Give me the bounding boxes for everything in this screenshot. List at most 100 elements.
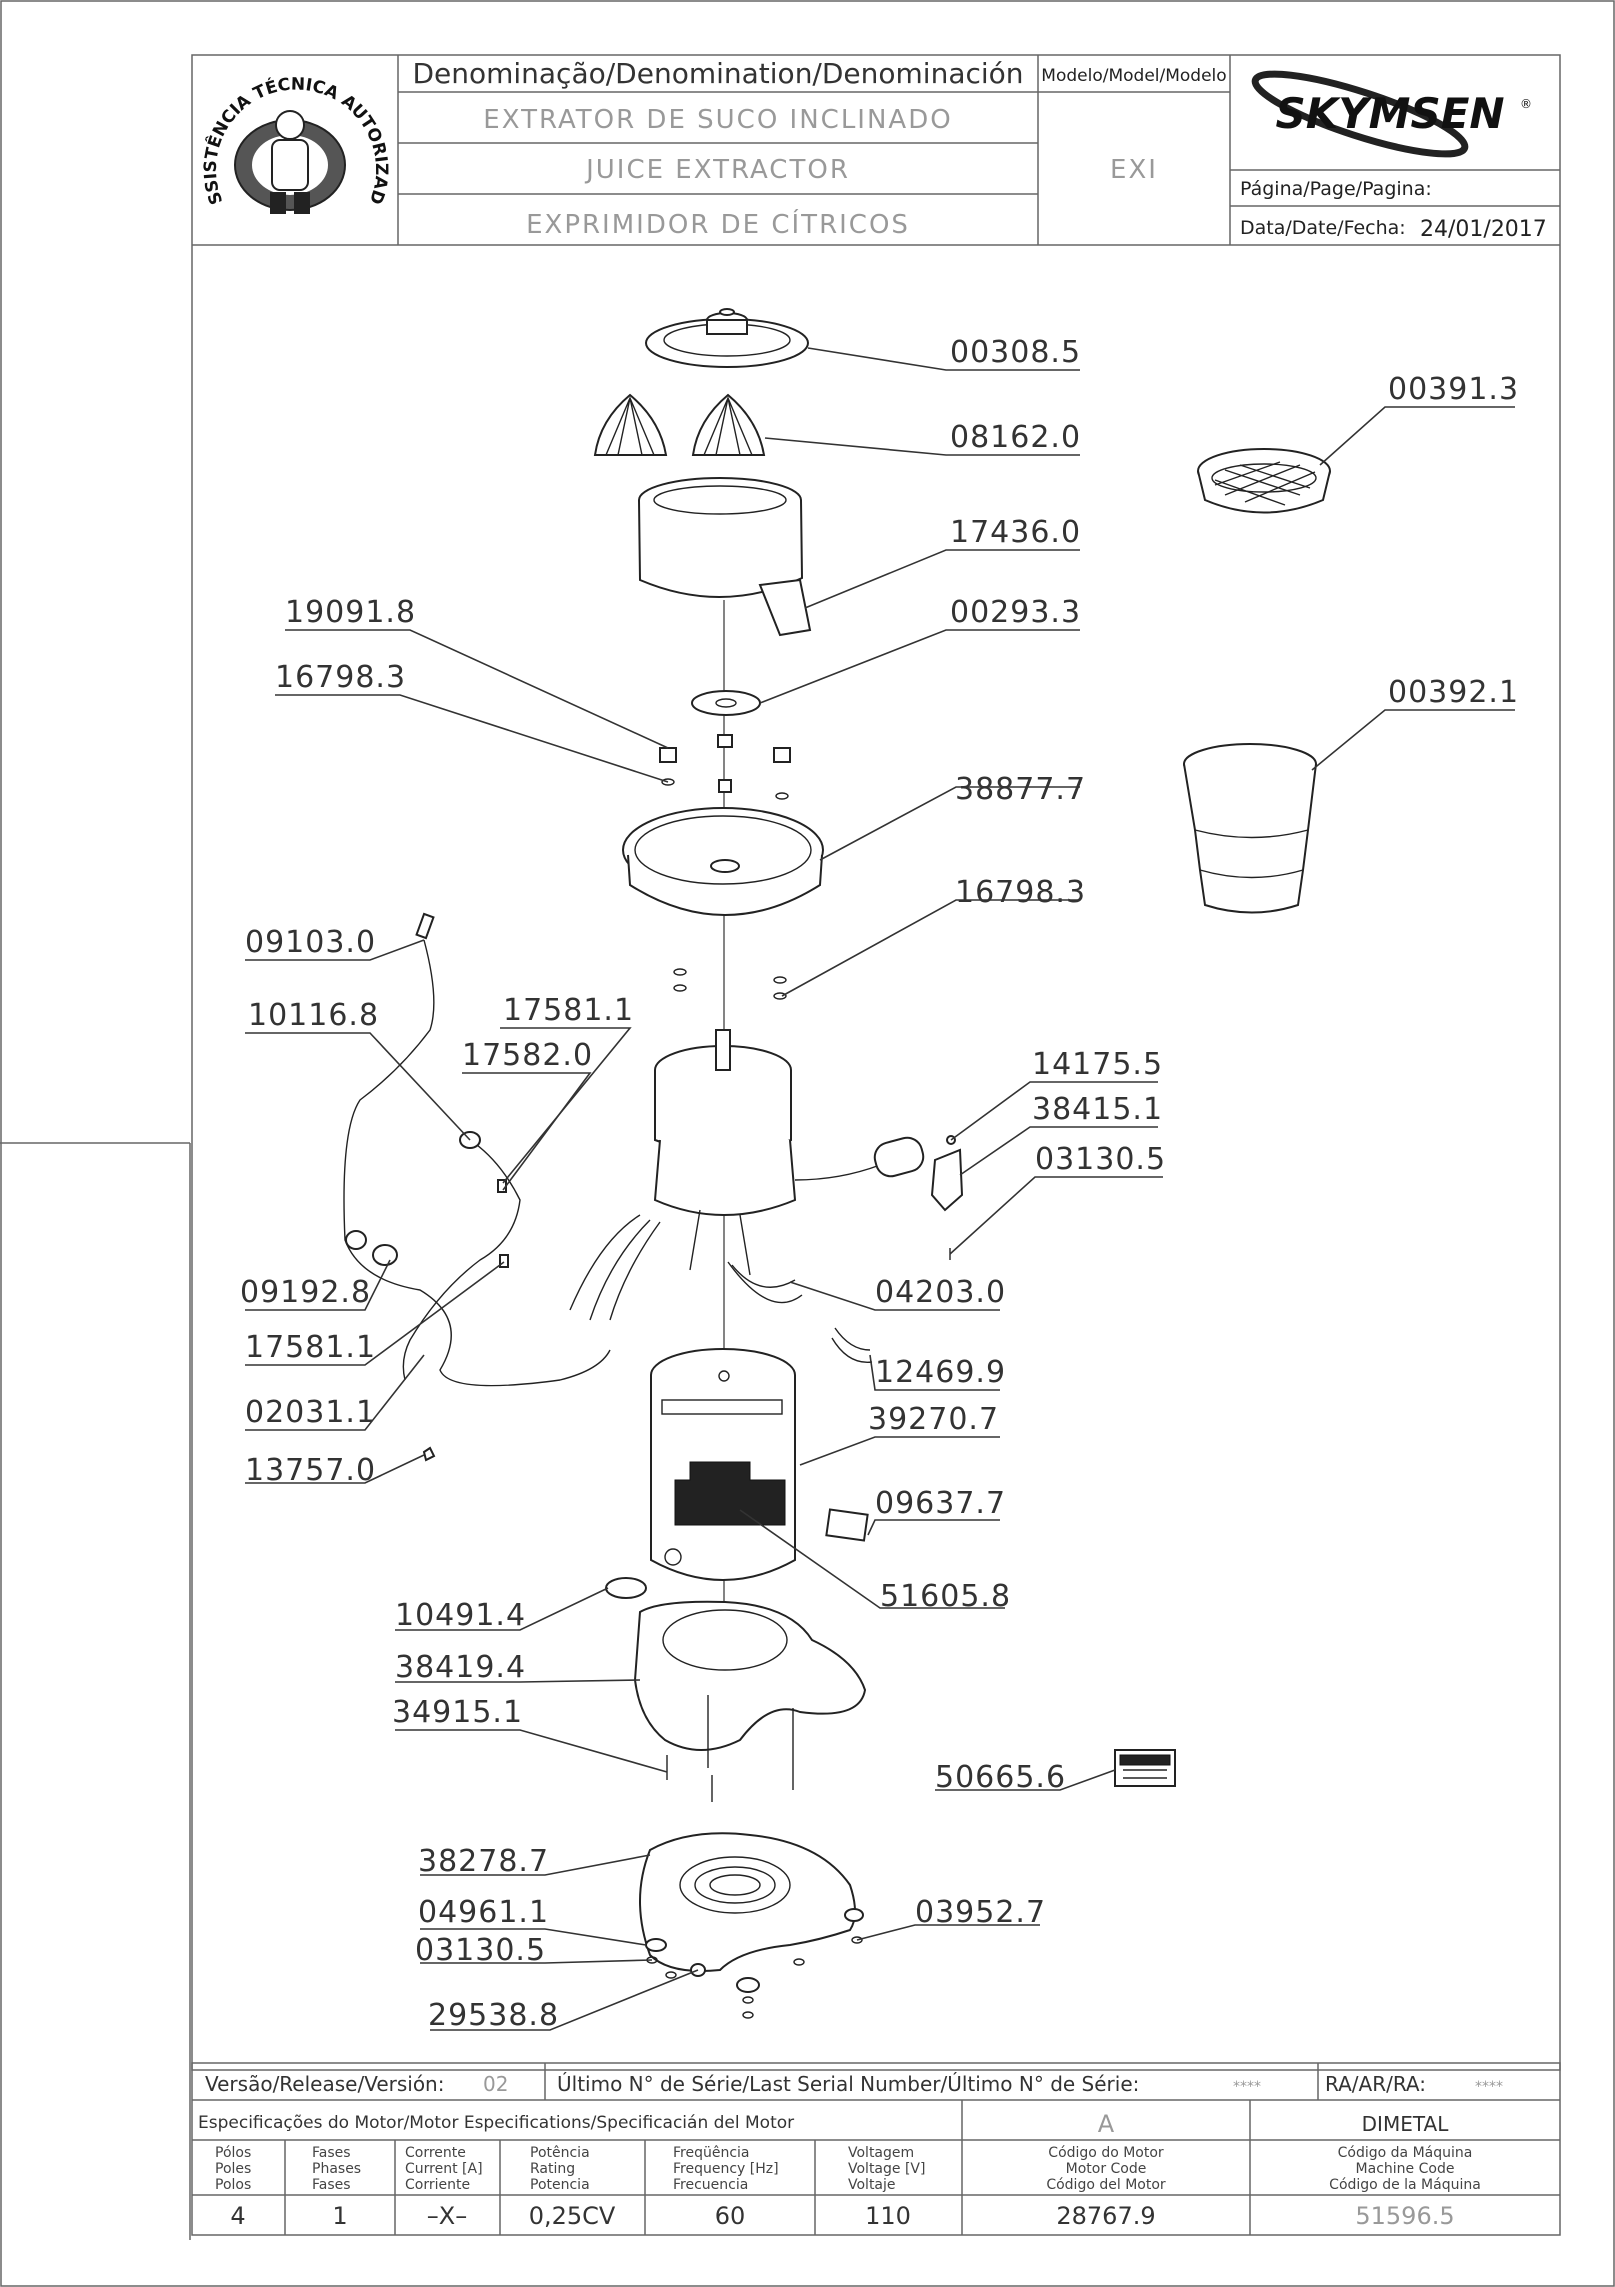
part-code: 04203.0 — [875, 1275, 1006, 1310]
spec-header: Potência — [530, 2145, 590, 2161]
model-label: Modelo/Model/Modelo — [1041, 66, 1226, 86]
part-code: 17436.0 — [950, 515, 1081, 550]
spec-header: Poles — [215, 2161, 251, 2177]
spec-header: Pólos — [215, 2145, 251, 2161]
spec-value: 0,25CV — [529, 2202, 616, 2230]
spec-header: Fases — [312, 2177, 351, 2193]
serial-label: Último N° de Série/Last Serial Number/Úl… — [557, 2072, 1139, 2096]
product-name-en: JUICE EXTRACTOR — [584, 155, 850, 185]
part-code: 19091.8 — [285, 595, 416, 630]
product-name-es: EXPRIMIDOR DE CÍTRICOS — [526, 208, 910, 240]
part-code: 04961.1 — [418, 1895, 549, 1930]
denomination-label: Denominação/Denomination/Denominación — [412, 57, 1023, 90]
part-code: 17581.1 — [245, 1330, 376, 1365]
part-code: 03130.5 — [1035, 1142, 1166, 1177]
part-code: 51605.8 — [880, 1579, 1011, 1614]
part-code: 09103.0 — [245, 925, 376, 960]
spec-header: Polos — [215, 2177, 251, 2193]
spec-block: Versão/Release/Versión: 02 Último N° de … — [191, 2062, 1561, 2236]
part-code: 02031.1 — [245, 1395, 376, 1430]
spec-header: Código do Motor — [1048, 2145, 1164, 2161]
spec-column-headers: Pólos Poles Polos Fases Phases Fases Cor… — [215, 2145, 1481, 2193]
product-name-pt: EXTRATOR DE SUCO INCLINADO — [483, 105, 952, 135]
page-label: Página/Page/Pagina: — [1240, 178, 1432, 200]
lid-drawing — [645, 308, 809, 368]
part-code: 08162.0 — [950, 420, 1081, 455]
part-code: 13757.0 — [245, 1453, 376, 1488]
authorized-service-seal: ASSISTÊNCIA TÉCNICA AUTORIZADA — [0, 0, 391, 214]
part-code: 10491.4 — [395, 1598, 526, 1633]
title-block: Denominação/Denomination/Denominación Mo… — [0, 0, 1560, 246]
spec-header: Código da Máquina — [1338, 2145, 1473, 2161]
spec-header: Machine Code — [1356, 2161, 1455, 2177]
spec-header: Voltaje — [848, 2177, 896, 2193]
juice-bowl-drawing — [638, 477, 812, 637]
version-value: 02 — [483, 2072, 508, 2096]
part-code: 00308.5 — [950, 335, 1081, 370]
ra-value: **** — [1475, 2079, 1503, 2095]
motor-drawing — [569, 1029, 925, 1321]
part-code: 14175.5 — [1032, 1047, 1163, 1082]
safety-label-drawing — [1114, 1749, 1176, 1787]
part-code: 00392.1 — [1388, 675, 1519, 710]
ra-label: RA/AR/RA: — [1325, 2072, 1426, 2096]
brand-logo: SKYMSEN ® — [1251, 70, 1532, 158]
bottom-plate-drawing — [639, 1832, 856, 1972]
part-callouts: 00308.5 08162.0 17436.0 00293.3 19091.8 … — [240, 335, 1519, 2033]
supplier: DIMETAL — [1362, 2112, 1450, 2136]
part-code: 09637.7 — [875, 1486, 1006, 1521]
screws-middle-drawing — [673, 968, 787, 1000]
spec-header: Código del Motor — [1046, 2177, 1166, 2193]
spec-header: Phases — [312, 2161, 361, 2177]
reamer-drawing — [593, 393, 766, 456]
part-code: 03130.5 — [415, 1933, 546, 1968]
part-code: 29538.8 — [428, 1998, 559, 2033]
exploded-diagram — [245, 308, 1515, 2031]
cup-drawing — [1183, 743, 1317, 914]
part-code: 17581.1 — [503, 993, 634, 1028]
part-code: 00391.3 — [1388, 372, 1519, 407]
registered-mark: ® — [1520, 97, 1532, 111]
springs-drawing — [727, 1261, 803, 1304]
model-value: EXI — [1110, 155, 1158, 185]
power-cord-drawing — [343, 912, 611, 1462]
spec-header: Potencia — [530, 2177, 590, 2193]
part-code: 38415.1 — [1032, 1092, 1163, 1127]
date-value: 24/01/2017 — [1420, 217, 1547, 242]
lower-base-drawing — [633, 1600, 867, 1802]
part-code: 38278.7 — [418, 1844, 549, 1879]
serial-value: **** — [1233, 2079, 1261, 2095]
screws-top-drawing — [659, 734, 791, 800]
base-plate-drawing — [622, 807, 824, 916]
spec-value: 110 — [865, 2202, 911, 2230]
part-code: 16798.3 — [955, 875, 1086, 910]
spec-header: Frequency [Hz] — [673, 2161, 779, 2177]
date-label: Data/Date/Fecha: — [1240, 217, 1406, 239]
spec-header: Current [A] — [405, 2161, 483, 2177]
spec-header: Corriente — [405, 2177, 470, 2193]
spec-header: Voltagem — [848, 2145, 914, 2161]
spec-values: 4 1 –X– 0,25CV 60 110 28767.9 51596.5 — [230, 2202, 1454, 2230]
spec-value: 4 — [230, 2202, 245, 2230]
part-code: 38877.7 — [955, 772, 1086, 807]
strainer-drawing — [1197, 448, 1331, 514]
spec-value: 28767.9 — [1056, 2202, 1155, 2230]
spec-header: Código de la Máquina — [1329, 2177, 1481, 2193]
spec-header: Motor Code — [1066, 2161, 1147, 2177]
mechanic-figure-icon — [275, 110, 305, 140]
capacitor-clip-drawing — [930, 1148, 964, 1212]
part-code: 12469.9 — [875, 1355, 1006, 1390]
spec-header: Frecuencia — [673, 2177, 748, 2193]
part-code: 17582.0 — [462, 1038, 593, 1073]
part-code: 00293.3 — [950, 595, 1081, 630]
part-code: 16798.3 — [275, 660, 406, 695]
part-code: 10116.8 — [248, 998, 379, 1033]
spec-header: Voltage [V] — [848, 2161, 925, 2177]
part-code: 03952.7 — [915, 1895, 1046, 1930]
spec-value: 1 — [332, 2202, 347, 2230]
spec-header: Fases — [312, 2145, 351, 2161]
drawing-frame — [191, 54, 1561, 2071]
gasket-drawing — [605, 1577, 647, 1599]
brand-badge-drawing — [674, 1461, 786, 1526]
